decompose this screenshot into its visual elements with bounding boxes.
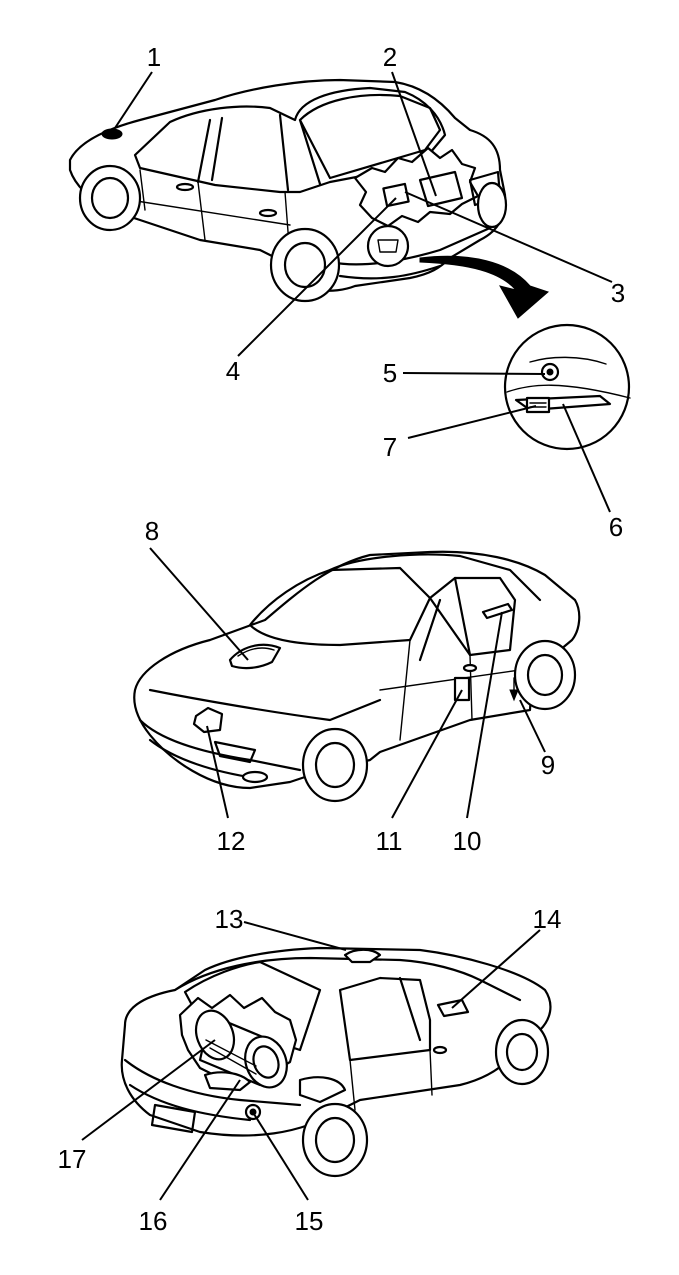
callout-16: 16 xyxy=(139,1206,168,1236)
car-rear-view-spare xyxy=(120,946,552,1178)
callout-1: 1 xyxy=(147,42,161,72)
callout-13: 13 xyxy=(215,904,244,934)
callout-7: 7 xyxy=(383,432,397,462)
car-rear-view-trunk-open xyxy=(68,78,508,303)
callout-15: 15 xyxy=(295,1206,324,1236)
callout-14: 14 xyxy=(533,904,562,934)
callout-5: 5 xyxy=(383,358,397,388)
callout-6: 6 xyxy=(609,512,623,542)
car-front-view xyxy=(133,550,581,803)
callout-labels: 1 2 3 4 5 6 7 8 9 10 11 12 13 14 15 16 1… xyxy=(58,42,626,1236)
detail-arrow xyxy=(419,255,549,319)
callout-4: 4 xyxy=(226,356,240,386)
callout-11: 11 xyxy=(376,826,403,856)
callout-2: 2 xyxy=(383,42,397,72)
callout-12: 12 xyxy=(217,826,246,856)
detail-magnified-view xyxy=(503,323,631,451)
callout-17: 17 xyxy=(58,1144,87,1174)
leader-lines xyxy=(81,71,613,1201)
callout-8: 8 xyxy=(145,516,159,546)
callout-10: 10 xyxy=(453,826,482,856)
callout-9: 9 xyxy=(541,750,555,780)
callout-3: 3 xyxy=(611,278,625,308)
